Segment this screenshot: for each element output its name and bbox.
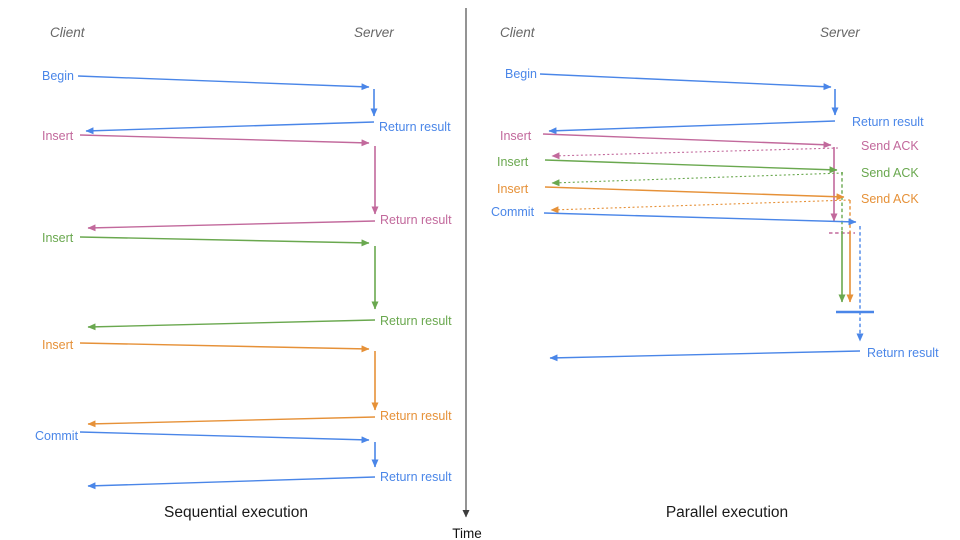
time-axis-label: Time bbox=[452, 526, 482, 540]
seq-commit-return-arrow bbox=[87, 476, 376, 490]
seq-commit-response-label: Return result bbox=[380, 470, 452, 484]
seq-insert1-request-arrow bbox=[79, 134, 370, 147]
par-begin-request-arrow bbox=[539, 73, 832, 91]
par-commit-response-label: Return result bbox=[867, 346, 939, 360]
par-insert3-ack-label: Send ACK bbox=[861, 192, 919, 206]
par-begin-return-arrow bbox=[548, 120, 836, 135]
parallel-title: Parallel execution bbox=[666, 504, 788, 521]
parallel-client-header: Client bbox=[500, 25, 536, 40]
par-insert1-ack-arrow bbox=[551, 147, 839, 160]
par-insert1-request-arrow bbox=[542, 133, 832, 149]
sequential-client-header: Client bbox=[50, 25, 86, 40]
seq-insert2-response-label: Return result bbox=[380, 314, 452, 328]
par-insert1-ack-label: Send ACK bbox=[861, 139, 919, 153]
seq-begin-response-label: Return result bbox=[379, 120, 451, 134]
sequential-panel: Client Server Begin Return result Insert… bbox=[35, 25, 452, 521]
par-insert2-request-arrow bbox=[544, 159, 838, 174]
seq-insert3-response-label: Return result bbox=[380, 409, 452, 423]
par-insert2-ack-arrow bbox=[551, 172, 844, 187]
sequential-server-header: Server bbox=[354, 25, 394, 40]
seq-insert2-request-arrow bbox=[79, 236, 370, 247]
seq-insert1-response-label: Return result bbox=[380, 213, 452, 227]
seq-begin-return-arrow bbox=[85, 121, 375, 135]
par-insert2-label: Insert bbox=[497, 155, 529, 169]
seq-insert2-return-arrow bbox=[87, 319, 376, 331]
seq-insert1-label: Insert bbox=[42, 129, 74, 143]
par-insert2-ack-label: Send ACK bbox=[861, 166, 919, 180]
seq-insert3-request-arrow bbox=[79, 342, 370, 353]
par-commit-return-arrow bbox=[549, 350, 861, 362]
parallel-server-header: Server bbox=[820, 25, 860, 40]
par-begin-response-label: Return result bbox=[852, 115, 924, 129]
par-insert3-label: Insert bbox=[497, 182, 529, 196]
par-commit-label: Commit bbox=[491, 205, 535, 219]
seq-insert3-return-arrow bbox=[87, 416, 376, 428]
seq-insert2-label: Insert bbox=[42, 231, 74, 245]
par-commit-request-arrow bbox=[543, 212, 857, 226]
par-insert3-request-arrow bbox=[544, 186, 845, 201]
seq-begin-request-arrow bbox=[77, 75, 370, 91]
sequential-title: Sequential execution bbox=[164, 504, 308, 521]
seq-insert1-return-arrow bbox=[87, 220, 376, 232]
seq-insert3-label: Insert bbox=[42, 338, 74, 352]
seq-begin-label: Begin bbox=[42, 69, 74, 83]
parallel-panel: Client Server Begin Return result Insert… bbox=[491, 25, 939, 521]
seq-commit-label: Commit bbox=[35, 429, 79, 443]
seq-commit-request-arrow bbox=[79, 431, 370, 444]
par-insert1-label: Insert bbox=[500, 129, 532, 143]
par-insert3-ack-arrow bbox=[550, 199, 851, 214]
time-axis: Time bbox=[452, 8, 482, 540]
par-begin-label: Begin bbox=[505, 67, 537, 81]
